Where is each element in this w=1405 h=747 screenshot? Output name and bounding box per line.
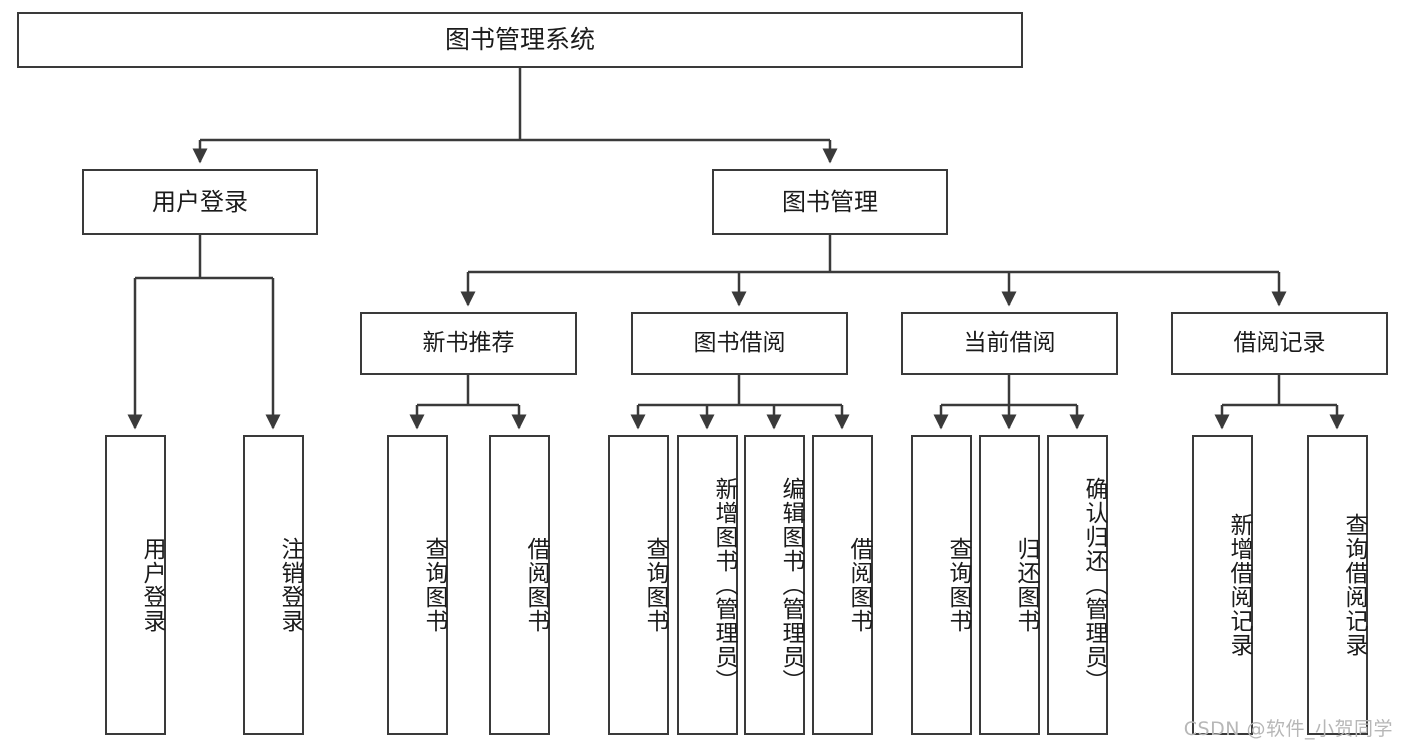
leaf-current-borrow-query[interactable]: 查询图书: [911, 435, 972, 735]
leaf-user-login-logout[interactable]: 注销登录: [243, 435, 304, 735]
node-book-management[interactable]: 图书管理: [712, 169, 948, 235]
leaf-user-login-login[interactable]: 用户登录: [105, 435, 166, 735]
leaf-borrow-record-add[interactable]: 新增借阅记录: [1192, 435, 1253, 735]
leaf-current-borrow-return[interactable]: 归还图书: [979, 435, 1040, 735]
leaf-label: 借阅图书: [846, 537, 872, 633]
node-borrow-record[interactable]: 借阅记录: [1171, 312, 1388, 375]
leaf-book-borrow-query[interactable]: 查询图书: [608, 435, 669, 735]
node-book-borrow[interactable]: 图书借阅: [631, 312, 848, 375]
node-current-borrow[interactable]: 当前借阅: [901, 312, 1118, 375]
leaf-label: 新增借阅记录: [1226, 513, 1252, 657]
leaf-label: 查询图书: [642, 537, 668, 633]
node-new-book-recommend[interactable]: 新书推荐: [360, 312, 577, 375]
leaf-label: 编辑图书（管理员）: [778, 477, 804, 693]
leaf-borrow-record-query[interactable]: 查询借阅记录: [1307, 435, 1368, 735]
csdn-watermark: CSDN @软件_小贺同学: [1183, 718, 1393, 740]
leaf-label: 借阅图书: [523, 537, 549, 633]
leaf-label: 归还图书: [1013, 537, 1039, 633]
node-user-login[interactable]: 用户登录: [82, 169, 318, 235]
leaf-book-borrow-borrow[interactable]: 借阅图书: [812, 435, 873, 735]
leaf-book-borrow-edit[interactable]: 编辑图书（管理员）: [744, 435, 805, 735]
leaf-label: 注销登录: [277, 537, 303, 633]
leaf-new-book-query[interactable]: 查询图书: [387, 435, 448, 735]
leaf-book-borrow-add[interactable]: 新增图书（管理员）: [677, 435, 738, 735]
leaf-label: 确认归还（管理员）: [1081, 477, 1107, 693]
leaf-current-borrow-confirm-return[interactable]: 确认归还（管理员）: [1047, 435, 1108, 735]
node-root-system[interactable]: 图书管理系统: [17, 12, 1023, 68]
leaf-label: 新增图书（管理员）: [711, 477, 737, 693]
leaf-new-book-borrow[interactable]: 借阅图书: [489, 435, 550, 735]
leaf-label: 查询图书: [421, 537, 447, 633]
leaf-label: 查询图书: [945, 537, 971, 633]
leaf-label: 查询借阅记录: [1341, 513, 1367, 657]
leaf-label: 用户登录: [139, 537, 165, 633]
